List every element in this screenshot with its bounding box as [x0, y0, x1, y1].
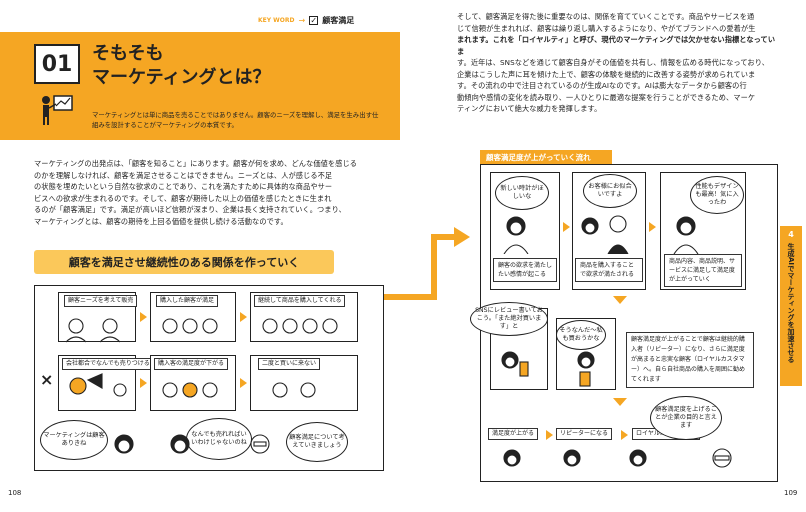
body-line: ティングにおいて絶大な威力を発揮します。: [457, 104, 602, 113]
bottom-label-1: 満足度が上がる: [488, 428, 539, 440]
side-tab-number: 4: [788, 230, 794, 239]
arrow-down-icon: [613, 296, 627, 304]
lead-text: マーケティングとは単に商品を売ることではありません。顧客のニーズを理解し、満足を…: [92, 111, 379, 129]
step4-characters: [501, 351, 595, 387]
step4-caption: 顧客満足度が上がることで顧客は継続的購入者（リピーター）になり、さらに満足度が高…: [626, 332, 754, 388]
steps-characters: [503, 215, 699, 254]
arrow-right-icon: [140, 378, 147, 388]
body-line: まれます。これを「ロイヤルティ」と呼び、現代のマーケティングでは欠かせない指標と…: [457, 35, 776, 56]
chapter-number: 01: [41, 51, 73, 77]
step3-bubble: 性能もデザインも最高！気に入ったわ: [690, 176, 744, 214]
keyword-tag: KEY WORD → ✓ 顧客満足: [258, 15, 354, 26]
page-title-line1: そもそも: [92, 43, 164, 64]
arrow-right-icon: [649, 222, 656, 232]
arrow-down-icon: [613, 398, 627, 406]
flow-connector: [384, 227, 470, 300]
speech-bubble: マーケティングは顧客ありきね: [40, 420, 108, 460]
body-line: るのが「顧客満足」です。満足が高いほど信頼が深まり、企業は長く支持されていく。つ…: [34, 205, 346, 214]
body-line: マーケティングの出発点は、「顧客を知ること」にあります。顧客が何を求め、どんな価…: [34, 159, 358, 168]
good-caption-2: 購入した顧客が満足: [156, 295, 219, 307]
flow-title: 顧客満足度が上がっていく流れ: [486, 152, 591, 162]
step2-caption: 商品を購入することで欲求が満たされる: [575, 258, 643, 282]
step4-bubble-2: そうなんだ～私も買おうかな: [556, 320, 606, 350]
arrow-icon: →: [298, 16, 306, 25]
body-line: 企業はこうした声に耳を傾けた上で、顧客の体験を継続的に改善する姿勢が求められてい…: [457, 69, 756, 79]
side-tab-text: 生成AIでマーケティングを加速させる: [787, 243, 795, 364]
body-line: す。近年は、SNSなどを通じて顧客自身がその価値を共有し、情報を広める時代になっ…: [457, 58, 770, 67]
left-body: マーケティングの出発点は、「顧客を知ること」にあります。顧客が何を求め、どんな価…: [34, 158, 384, 227]
step1-caption: 顧客の欲求を満たしたい感情が起こる: [493, 258, 557, 282]
body-line: のかを理解しなければ、顧客を満足させることはできません。ニーズとは、人が感じる不…: [34, 170, 333, 180]
bad-caption-2: 購入客の満足度が下がる: [154, 358, 229, 370]
page-number-right: 109: [784, 489, 798, 497]
body-line: じて信頼が生まれれば、顧客は繰り返し購入するようになり、やがてブランドへの愛着が…: [457, 23, 756, 33]
people-illustration: [65, 318, 338, 398]
presenter-icon: [38, 92, 74, 126]
page-title: そもそも マーケティングとは？: [92, 42, 271, 90]
section-title-bar: 顧客を満足させ継続性のある関係を作っていく: [34, 250, 334, 274]
arrow-right-icon: [546, 430, 553, 440]
chapter-number-box: 01: [34, 44, 80, 84]
arrow-right-icon: [240, 312, 247, 322]
bottom-label-2: リピーターになる: [556, 428, 613, 440]
body-line: そして、顧客満足を得た後に重要なのは、関係を育てていくことです。商品やサービスを…: [457, 12, 755, 21]
step2-bubble: お客様にお似合いですよ: [583, 174, 637, 208]
bottom-characters: [114, 434, 270, 454]
speech-bubble: 顧客満足について考えていきましょう: [286, 422, 348, 462]
section-title: 顧客を満足させ継続性のある関係を作っていく: [68, 256, 300, 269]
speech-bubble: なんでも売れればいいわけじゃないのね: [186, 418, 252, 460]
bottom-flow-characters: [503, 448, 732, 468]
arrow-right-icon: [563, 222, 570, 232]
page-number-left: 108: [8, 489, 22, 497]
bottom-bubble: 顧客満足度を上げることが企業の目的と言えます: [650, 396, 722, 440]
page-title-line2: マーケティングとは？: [92, 67, 271, 88]
bad-caption-1: 会社都合でなんでも売りつける: [62, 358, 154, 370]
side-tab: 4 生成AIでマーケティングを加速させる: [780, 226, 802, 386]
body-line: 動傾向や感情の変化を読み取り、一人ひとりに最適な提案を行うことができるため、マー…: [457, 92, 756, 102]
bad-caption-3: 二度と買いに来ない: [258, 358, 321, 370]
good-caption-1: 顧客ニーズを考えて販売: [64, 295, 138, 307]
arrow-right-icon: [140, 312, 147, 322]
body-line: マーケティングとは、顧客の期待を上回る価値を提供し続ける活動なのです。: [34, 216, 288, 226]
body-line: の状態を埋めたいという自然な欲求のことであり、これを満たすために具体的な商品やサ…: [34, 182, 333, 191]
body-line: す。その流れの中で注目されているのが生成AIなのです。AIは膨大なデータから顧客…: [457, 81, 747, 90]
illustration-frame: [34, 285, 384, 471]
step1-bubble: 新しい時計がほしいな: [495, 176, 549, 210]
good-caption-3: 継続して商品を購入してくれる: [254, 295, 346, 307]
keyword-label: KEY WORD: [258, 17, 295, 24]
checkbox-icon: ✓: [309, 16, 319, 25]
flow-title-bar: 顧客満足度が上がっていく流れ: [480, 150, 612, 164]
step4-bubble-1: SNSにレビュー書いておこう。「また絶対買います」と: [470, 302, 548, 336]
keyword-value: 顧客満足: [322, 16, 355, 25]
right-body: そして、顧客満足を得た後に重要なのは、関係を育てていくことです。商品やサービスを…: [457, 11, 777, 115]
arrow-right-icon: [621, 430, 628, 440]
bad-mark: ×: [40, 370, 54, 389]
body-line: ビスへの欲求が生まれるのです。そして、顧客が期待した以上の価値を感じたときに生ま…: [34, 193, 332, 203]
arrow-right-icon: [240, 378, 247, 388]
step3-caption: 商品内容、商品説明、サービスに満足して満足度が上がっていく: [664, 254, 742, 287]
